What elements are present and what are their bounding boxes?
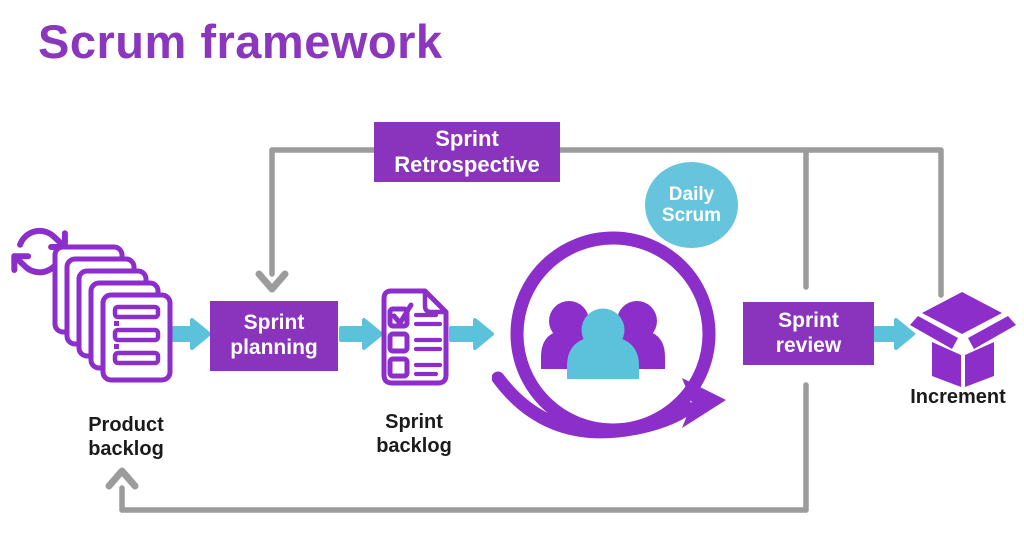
checklist-lines bbox=[413, 312, 443, 377]
page-title: Scrum framework bbox=[38, 15, 443, 68]
increment-label: Increment bbox=[910, 386, 1006, 408]
page-fold bbox=[422, 288, 449, 315]
team-icon bbox=[541, 301, 665, 379]
daily-scrum-label-line2: Scrum bbox=[661, 205, 722, 226]
sprint-retrospective-box: Sprint Retrospective bbox=[374, 122, 560, 182]
sprint-review-label-line2: review bbox=[775, 333, 842, 357]
sprint-planning-box: Sprint planning bbox=[210, 301, 338, 371]
product-backlog-icon bbox=[11, 227, 173, 383]
down-arrow-icon bbox=[255, 270, 289, 293]
sprint-backlog-icon bbox=[381, 288, 449, 386]
checkmark-icon bbox=[391, 302, 414, 326]
bottom-loop-line bbox=[119, 382, 809, 513]
box-right-face bbox=[965, 342, 994, 387]
sprint-planning-label-line1: Sprint bbox=[243, 311, 305, 335]
sprint-backlog-label-line1: Sprint bbox=[385, 411, 443, 433]
sprint-retrospective-label-line1: Sprint bbox=[435, 126, 499, 152]
daily-scrum-badge: Daily Scrum bbox=[645, 162, 738, 248]
flow-arrow-icon-2 bbox=[339, 318, 383, 350]
product-backlog-label-line1: Product bbox=[88, 414, 164, 436]
sprint-planning-label-line2: planning bbox=[230, 336, 318, 359]
box-right-flap bbox=[968, 316, 1016, 349]
arrowhead bbox=[682, 378, 726, 428]
open-box-icon bbox=[910, 292, 1016, 387]
sprint-cycle-icon bbox=[492, 231, 726, 439]
daily-scrum-label-line1: Daily bbox=[668, 183, 715, 205]
box-left-flap bbox=[910, 316, 958, 349]
checklist-document-icon bbox=[381, 288, 449, 386]
feedback-loop-lines bbox=[105, 382, 809, 513]
product-backlog-label-line2: backlog bbox=[88, 438, 164, 460]
sprint-backlog-label: Sprint backlog bbox=[348, 410, 480, 458]
document-stack-icon bbox=[52, 244, 173, 383]
sprint-review-label-line1: Sprint bbox=[778, 308, 839, 332]
circular-arrow-icon bbox=[492, 231, 726, 439]
product-backlog-label: Product backlog bbox=[56, 413, 196, 461]
flow-arrow-icon-3 bbox=[449, 318, 494, 350]
flow-arrow-icon-4 bbox=[873, 318, 915, 350]
box-lid bbox=[922, 292, 1002, 334]
document-lines bbox=[112, 304, 161, 366]
up-arrow-icon bbox=[105, 467, 139, 490]
box-left-face bbox=[932, 342, 961, 387]
sprint-backlog-label-line2: backlog bbox=[376, 435, 452, 457]
sprint-retrospective-label-line2: Retrospective bbox=[394, 152, 540, 177]
increment-icon bbox=[910, 292, 1016, 387]
flow-arrows bbox=[164, 318, 915, 350]
sprint-review-box: Sprint review bbox=[743, 302, 874, 365]
